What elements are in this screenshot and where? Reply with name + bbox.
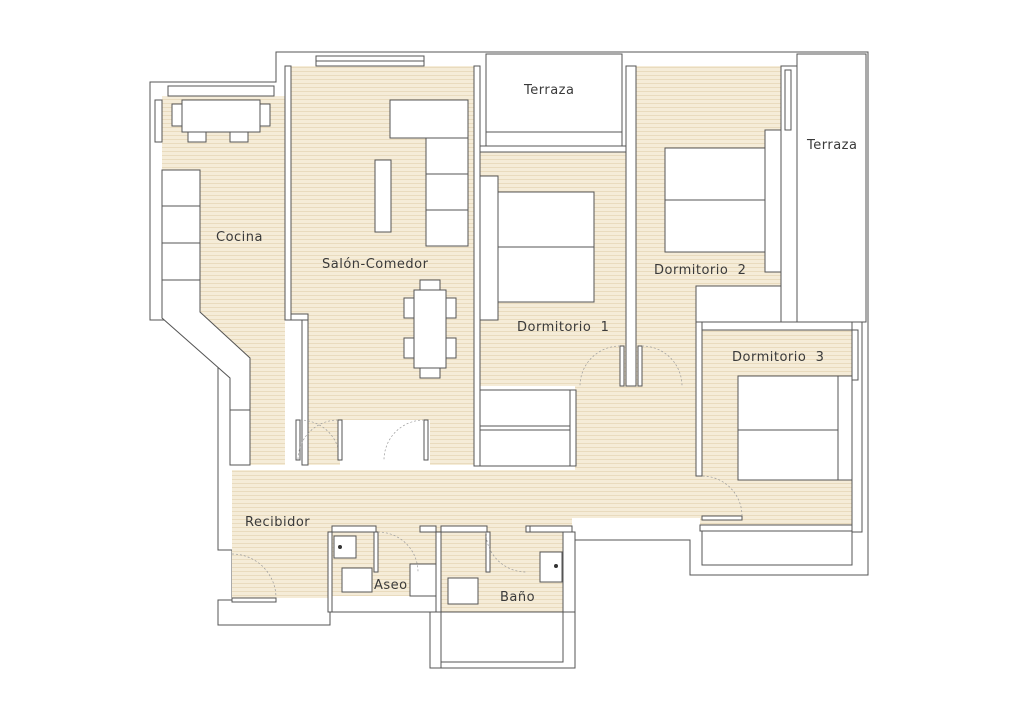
label-terraza-1: Terraza — [523, 83, 574, 98]
dining-chair — [187, 131, 207, 143]
label-recibidor: Recibidor — [245, 515, 310, 530]
chair — [403, 337, 415, 359]
bano-bathtub — [440, 611, 564, 663]
coffee-table — [374, 159, 392, 233]
chair — [445, 297, 457, 319]
door-leaf — [337, 419, 343, 461]
aseo-sink — [333, 535, 357, 559]
kitchen-counter — [161, 169, 251, 466]
dormitorio-1-furniture — [479, 175, 595, 467]
floor-recibidor-b — [232, 532, 328, 598]
door-leaf — [295, 419, 301, 461]
dining-chair — [259, 103, 271, 127]
wardrobe-2 — [695, 285, 782, 323]
door-leaf — [373, 531, 379, 573]
terraza-1-area — [485, 53, 623, 133]
door-leaf — [701, 515, 743, 521]
headboard-1 — [479, 175, 499, 321]
chair — [403, 297, 415, 319]
dormitorio-2-furniture — [664, 129, 782, 323]
dormitorio-3-furniture — [701, 375, 853, 566]
label-dormitorio-3: Dormitorio 3 — [732, 350, 824, 365]
terraza-2-area — [796, 53, 867, 323]
dining-chair — [229, 131, 249, 143]
label-dormitorio-2: Dormitorio 2 — [654, 263, 746, 278]
salon-table — [413, 289, 447, 369]
terraza-1-rail — [485, 131, 623, 147]
label-salon: Salón-Comedor — [322, 257, 429, 272]
door-leaf — [619, 345, 625, 387]
door-leaf — [525, 525, 531, 533]
entrance-door — [231, 597, 277, 603]
label-bano: Baño — [500, 590, 535, 605]
bed-3 — [737, 375, 839, 481]
label-aseo: Aseo — [374, 578, 408, 593]
sofa-back — [389, 99, 469, 139]
chair — [419, 279, 441, 291]
headboard-2 — [764, 129, 782, 273]
cocina-furniture — [161, 99, 271, 466]
label-dormitorio-1: Dormitorio 1 — [517, 320, 609, 335]
wardrobe-1b — [479, 429, 571, 467]
terraces — [485, 53, 867, 323]
label-terraza-2: Terraza — [806, 138, 857, 153]
aseo-cabinet — [409, 563, 437, 597]
door-leaf — [637, 345, 643, 387]
door-leaf — [485, 531, 491, 573]
bathroom-fixtures — [333, 535, 564, 669]
dining-table — [181, 99, 261, 133]
bano-sink — [539, 551, 563, 583]
aseo-shower — [341, 567, 373, 593]
floor-dormitorio-2b — [636, 286, 696, 476]
wardrobe-3 — [701, 530, 853, 566]
headboard-3 — [837, 375, 853, 481]
room-labels: Terraza Terraza Cocina Salón-Comedor Dor… — [216, 83, 857, 605]
doors — [231, 345, 743, 603]
salon-furniture — [374, 99, 469, 379]
label-cocina: Cocina — [216, 230, 263, 245]
door-leaf — [423, 419, 429, 461]
chair — [445, 337, 457, 359]
floor-recibidor — [232, 470, 852, 532]
chair — [419, 367, 441, 379]
windows — [154, 55, 859, 381]
wardrobe-1 — [479, 389, 571, 427]
sofa — [425, 137, 469, 247]
bano-toilet — [447, 577, 479, 605]
dining-chair — [171, 103, 183, 127]
